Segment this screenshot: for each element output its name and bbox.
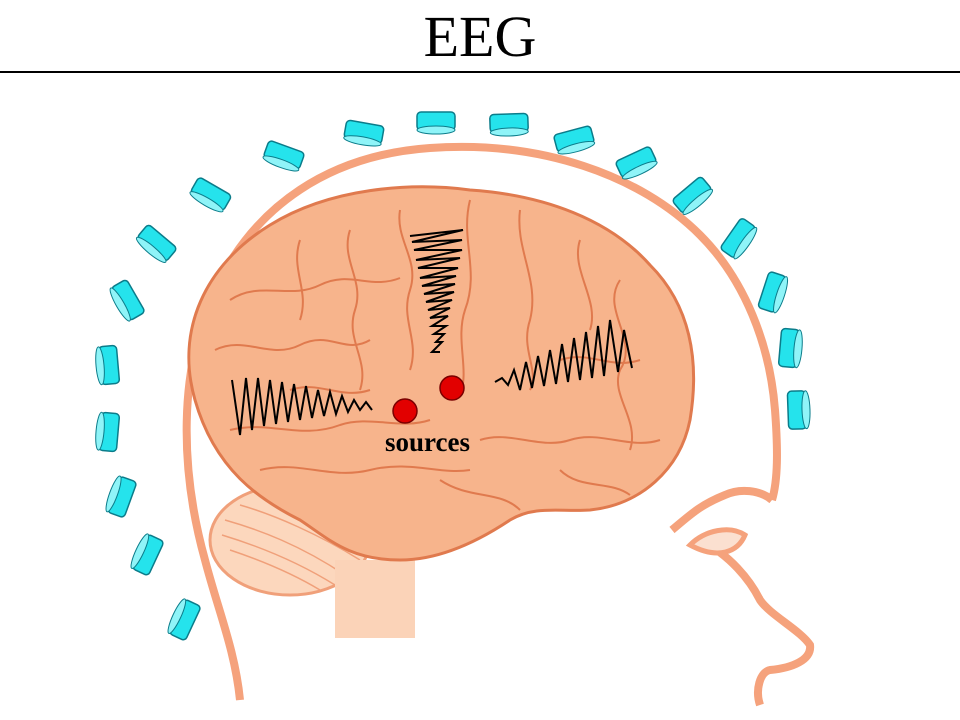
electrode-icon: [167, 598, 201, 641]
electrode-icon: [105, 475, 137, 518]
electrode-icon: [95, 411, 121, 453]
electrode-icon: [786, 390, 811, 430]
electrode-icon: [777, 327, 803, 369]
head-outline: [182, 142, 781, 701]
title-divider: [0, 71, 960, 73]
electrode-icon: [109, 279, 145, 322]
source-dot-icon: [439, 375, 465, 401]
electrode-icon: [489, 112, 529, 137]
slide-title: EEG: [423, 4, 537, 69]
electrode-icon: [135, 224, 177, 263]
cerebellum-lines: [221, 504, 361, 591]
electrode-icon: [615, 146, 658, 180]
electrode-icon: [416, 111, 456, 135]
wave-right: [494, 319, 633, 391]
electrode-icon: [262, 140, 305, 172]
electrode-icon: [757, 271, 789, 314]
electrode-icon: [189, 177, 232, 213]
brain: [187, 185, 696, 562]
electrode-icon: [720, 218, 758, 260]
sources-label: sources: [385, 427, 470, 457]
wave-left: [231, 377, 373, 436]
electrode-icon: [553, 125, 596, 155]
brain-folds: [214, 199, 661, 511]
electrodes: [95, 111, 811, 641]
brain-stem: [335, 560, 415, 638]
wave-vertical: [409, 229, 464, 353]
electrode-icon: [672, 176, 714, 215]
eye: [685, 527, 749, 556]
electrode-icon: [130, 533, 164, 576]
source-dot-icon: [392, 398, 418, 424]
electrode-icon: [343, 119, 385, 147]
face-profile: [669, 486, 815, 707]
electrode-icon: [95, 344, 121, 386]
